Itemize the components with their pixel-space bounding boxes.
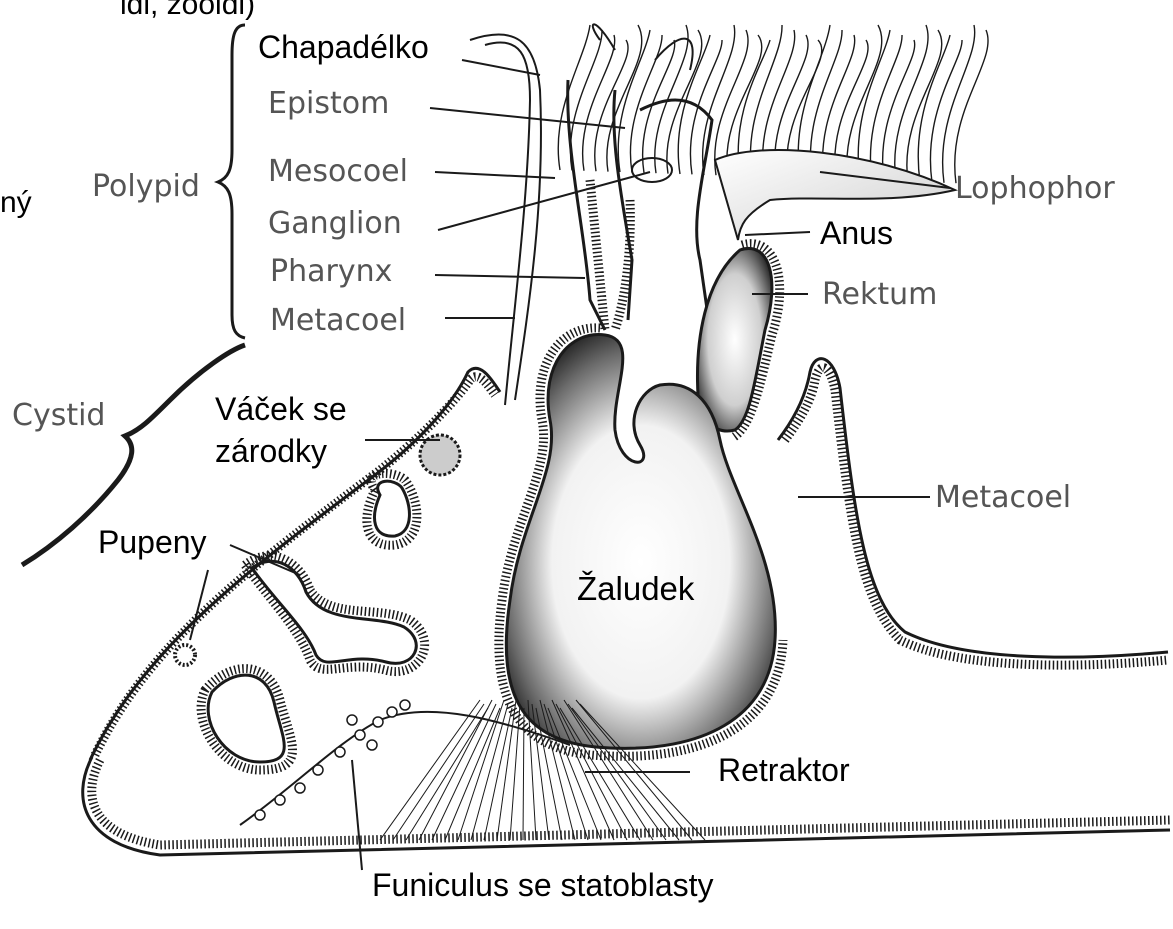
retractor-fibre <box>406 708 488 840</box>
tentacle-strand <box>858 30 890 180</box>
fragment-top: ldi, zooidi) <box>120 0 255 21</box>
statoblast <box>387 707 397 717</box>
mesocoel-label: Mesocoel <box>268 154 408 189</box>
polypid-brace <box>218 25 245 338</box>
retractor-fibre <box>510 704 520 840</box>
tentacle-strand <box>883 40 915 181</box>
tentacle-strand <box>583 35 615 171</box>
tentacle-strand <box>570 30 602 170</box>
vacek-label-line1: Váček se <box>215 391 347 427</box>
chapadelko-label: Chapadélko <box>258 29 429 65</box>
statoblast <box>367 740 377 750</box>
tentacle-strand <box>870 35 902 180</box>
metacoel-right-label: Metacoel <box>935 480 1071 515</box>
retractor-fibre <box>484 708 512 840</box>
tentacle-strand <box>595 40 628 171</box>
statoblast <box>400 700 410 710</box>
zaludek-label: Žaludek <box>577 570 695 607</box>
statoblast <box>347 715 357 725</box>
ganglion-shape <box>632 158 672 182</box>
tentacle-strand <box>930 40 962 182</box>
anus-label: Anus <box>820 215 893 251</box>
rektum-label: Rektum <box>822 277 937 312</box>
tentacle-strand <box>558 25 590 170</box>
retractor-fibre <box>393 704 484 840</box>
retractor-fibre <box>497 700 516 840</box>
fragment-left: ný <box>0 186 32 219</box>
polypid-label: Polypid <box>92 169 200 204</box>
tentacle-strand <box>918 35 950 182</box>
statoblast <box>275 795 285 805</box>
pharynx-label: Pharynx <box>270 254 392 289</box>
polypid-tube <box>568 80 712 330</box>
statoblast <box>355 730 365 740</box>
funiculus-label: Funiculus se statoblasty <box>372 867 714 903</box>
cystid-label: Cystid <box>12 398 105 433</box>
retractor-fibre <box>432 704 496 840</box>
retraktor-label: Retraktor <box>718 752 850 788</box>
statoblast <box>295 783 305 793</box>
tentacle-strand <box>618 30 650 172</box>
statoblast <box>335 747 345 757</box>
tentacle-strand <box>943 25 975 183</box>
ganglion-label: Ganglion <box>268 206 402 241</box>
lophophor-label: Lophophor <box>955 171 1115 206</box>
pupeny-label: Pupeny <box>98 524 207 560</box>
epistom-label: Epistom <box>268 86 389 121</box>
statoblast <box>373 717 383 727</box>
rektum-shape <box>697 248 771 431</box>
statoblast <box>255 810 265 820</box>
statoblast <box>313 765 323 775</box>
vacek-label-line2: zárodky <box>215 433 327 469</box>
metacoel-left-label: Metacoel <box>270 303 406 338</box>
